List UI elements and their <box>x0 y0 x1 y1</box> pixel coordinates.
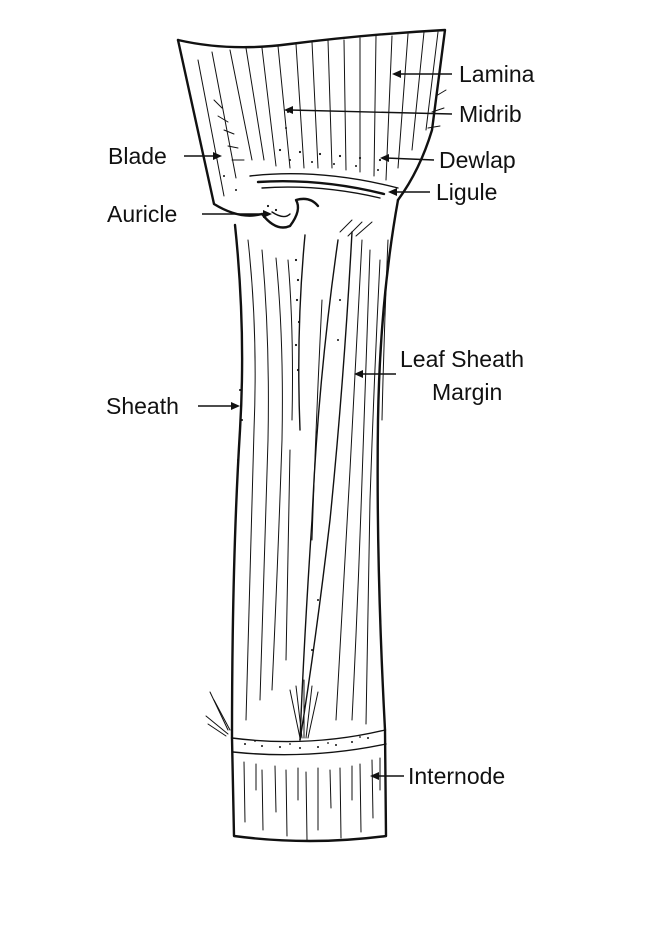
label-margin: Margin <box>432 379 502 405</box>
node-ring-stipple <box>244 736 369 749</box>
arrow-midrib <box>289 109 453 115</box>
lamina-illustration <box>176 28 447 237</box>
arrow-dewlap <box>385 157 435 161</box>
label-midrib: Midrib <box>459 101 522 127</box>
label-lamina: Lamina <box>459 61 535 87</box>
diagram-labels: Lamina Midrib Blade Dewlap Ligule Auricl… <box>106 61 535 789</box>
internode-illustration <box>230 728 388 843</box>
label-ligule: Ligule <box>436 179 497 205</box>
label-sheath: Sheath <box>106 393 179 419</box>
dewlap-stipple <box>223 111 382 212</box>
leader-arrows <box>184 70 453 780</box>
label-dewlap: Dewlap <box>439 147 516 173</box>
label-auricle: Auricle <box>107 201 177 227</box>
label-leaf-sheath: Leaf Sheath <box>400 346 524 372</box>
label-blade: Blade <box>108 143 167 169</box>
sheath-illustration <box>205 198 400 741</box>
blade-hairs <box>213 89 447 237</box>
sheath-stipple <box>237 258 341 651</box>
basal-hairs <box>205 679 319 739</box>
label-internode: Internode <box>408 763 505 789</box>
